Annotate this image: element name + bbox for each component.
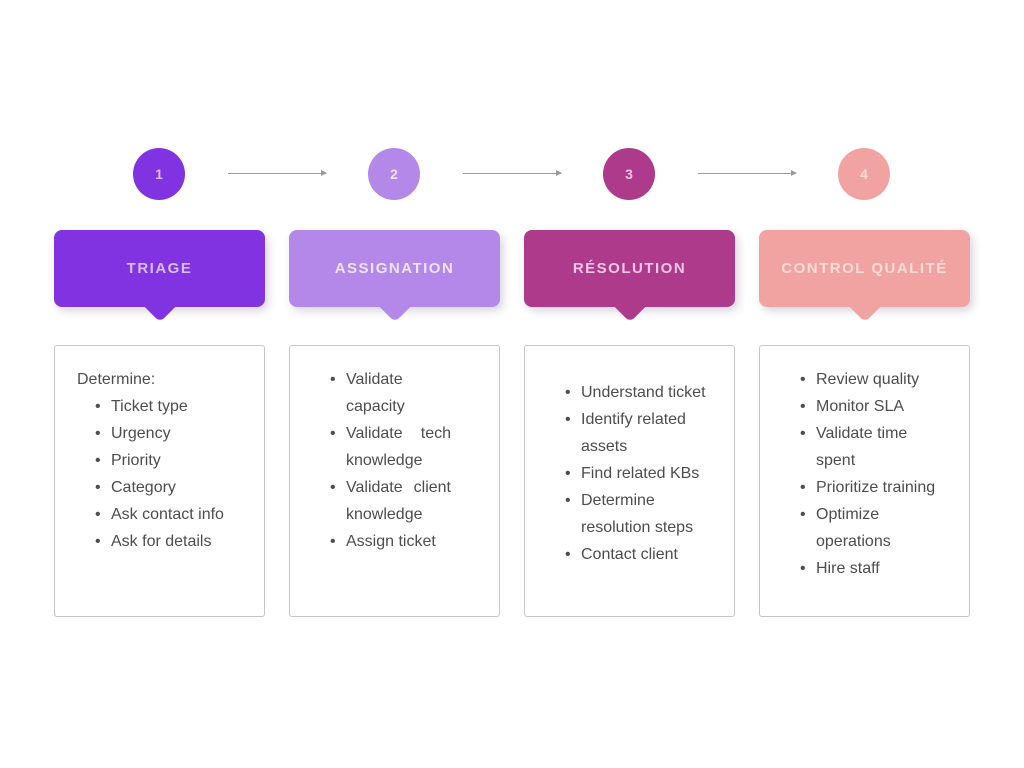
arrow-right-icon — [228, 170, 327, 176]
task-item: Validate client knowledge — [330, 474, 451, 528]
task-list-card: Understand ticketIdentify related assets… — [524, 345, 735, 617]
step-number: 3 — [625, 166, 633, 182]
lead-text: Determine: — [77, 371, 156, 388]
header-tail — [843, 279, 886, 323]
task-item: Monitor SLA — [800, 393, 942, 420]
task-item: Validate tech knowledge — [330, 420, 451, 474]
task-item: Ask contact info — [95, 501, 252, 528]
task-item: Priority — [95, 447, 252, 474]
step-number-circle: 3 — [603, 148, 655, 200]
task-item: Validate capacity — [330, 366, 451, 420]
task-item: Identify related assets — [565, 406, 707, 460]
task-item: Urgency — [95, 420, 252, 447]
task-item: Validate time spent — [800, 420, 942, 474]
task-item: Review quality — [800, 366, 942, 393]
step-header: CONTROL QUALITÉ — [759, 230, 970, 323]
task-item: Find related KBs — [565, 460, 707, 487]
task-item: Assign ticket — [330, 528, 451, 555]
task-list: Validate capacityValidate tech knowledge… — [312, 366, 487, 555]
task-list-card: Validate capacityValidate tech knowledge… — [289, 345, 500, 617]
step-title: TRIAGE — [126, 259, 193, 277]
step-resolution: 3 RÉSOLUTION Understand ticketIdentify r… — [524, 0, 735, 768]
task-list: Understand ticketIdentify related assets… — [547, 379, 722, 568]
step-number-circle: 2 — [368, 148, 420, 200]
step-control-qualite: 4 CONTROL QUALITÉ Review qualityMonitor … — [759, 0, 970, 768]
arrow-right-icon — [698, 170, 797, 176]
task-list: Review qualityMonitor SLAValidate time s… — [782, 366, 957, 582]
task-item: Category — [95, 474, 252, 501]
step-number: 1 — [155, 166, 163, 182]
step-number-circle: 1 — [133, 148, 185, 200]
task-item: Hire staff — [800, 555, 942, 582]
step-header: RÉSOLUTION — [524, 230, 735, 323]
header-tail — [608, 279, 651, 323]
task-item: Prioritize training — [800, 474, 942, 501]
header-tail — [373, 279, 416, 323]
step-number: 4 — [860, 166, 868, 182]
header-tail — [138, 279, 181, 323]
task-list: Ticket typeUrgencyPriorityCategoryAsk co… — [77, 393, 252, 555]
step-assignation: 2 ASSIGNATION Validate capacityValidate … — [289, 0, 500, 768]
step-title: CONTROL QUALITÉ — [781, 259, 948, 277]
arrow-right-icon — [463, 170, 562, 176]
step-number: 2 — [390, 166, 398, 182]
step-title: ASSIGNATION — [334, 259, 455, 277]
step-triage: 1 TRIAGE Determine: Ticket typeUrgencyPr… — [54, 0, 265, 768]
step-header: TRIAGE — [54, 230, 265, 323]
step-number-circle: 4 — [838, 148, 890, 200]
task-item: Ask for details — [95, 528, 252, 555]
task-item: Understand ticket — [565, 379, 707, 406]
task-item: Contact client — [565, 541, 707, 568]
step-header: ASSIGNATION — [289, 230, 500, 323]
step-title: RÉSOLUTION — [572, 259, 687, 277]
task-item: Determine resolution steps — [565, 487, 707, 541]
task-list-card: Review qualityMonitor SLAValidate time s… — [759, 345, 970, 617]
task-list-card: Determine: Ticket typeUrgencyPriorityCat… — [54, 345, 265, 617]
task-item: Ticket type — [95, 393, 252, 420]
task-item: Optimize operations — [800, 501, 942, 555]
